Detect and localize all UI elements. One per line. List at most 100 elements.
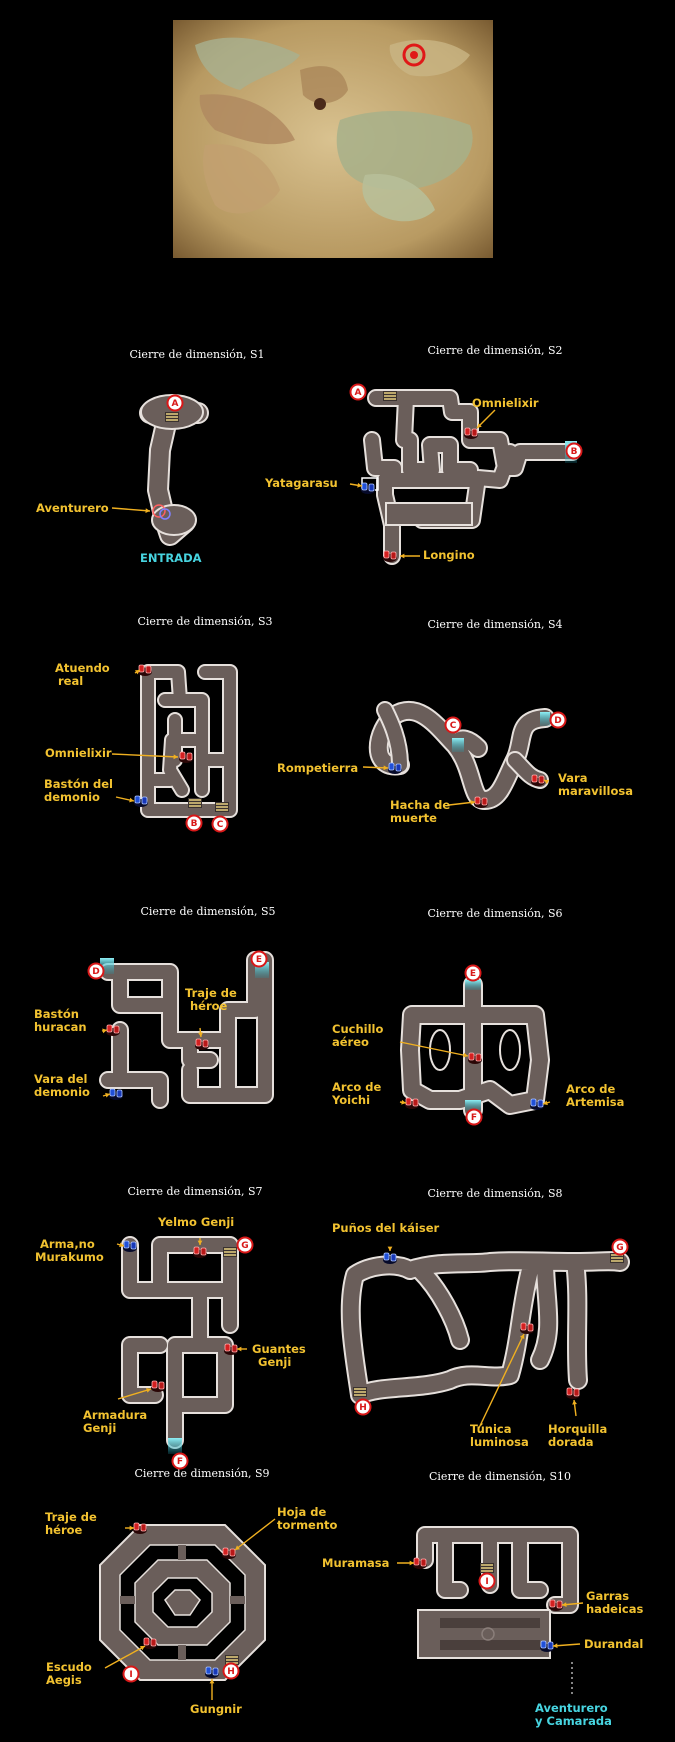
waypoint-marker: E xyxy=(464,964,482,982)
map-s2 xyxy=(361,389,581,565)
svg-text:A: A xyxy=(172,399,179,409)
pointer-arrow xyxy=(134,669,141,675)
item-label: maravillosa xyxy=(558,784,633,798)
item-label: Arma,no xyxy=(40,1237,95,1251)
entrance-label: ENTRADA xyxy=(140,551,202,565)
pointer-arrow xyxy=(198,1027,203,1038)
pointer-arrow xyxy=(477,1333,525,1431)
pointer-arrow xyxy=(197,1238,203,1245)
map-s5 xyxy=(99,951,274,1109)
map-s9 xyxy=(99,1524,266,1681)
world-map xyxy=(173,20,493,258)
map-title: Cierre de dimensión, S6 xyxy=(428,907,563,920)
map-title: Cierre de dimensión, S1 xyxy=(130,348,265,361)
item-label: Longino xyxy=(423,548,475,562)
waypoint-marker: G xyxy=(236,1236,254,1254)
item-label: hadeicas xyxy=(586,1602,643,1616)
item-label: Arco de xyxy=(332,1080,382,1094)
waypoint-marker: E xyxy=(250,950,268,968)
red-treasure-chest-icon xyxy=(565,1387,581,1400)
item-label: Omnielixir xyxy=(472,396,539,410)
stairs-icon xyxy=(352,1386,368,1398)
map-s8 xyxy=(340,1251,630,1405)
item-label: Aventurero xyxy=(36,501,109,515)
map-title: Cierre de dimensión, S10 xyxy=(429,1470,571,1483)
pointer-arrow xyxy=(234,1518,276,1551)
item-label: Horquilla xyxy=(548,1422,607,1436)
item-label: Cuchillo xyxy=(332,1022,383,1036)
waypoint-marker: B xyxy=(565,442,583,460)
stairs-icon xyxy=(479,1562,495,1574)
item-label: Guantes xyxy=(252,1342,306,1356)
pointer-arrow xyxy=(125,1525,134,1531)
svg-text:H: H xyxy=(359,1403,367,1413)
waypoint-marker: A xyxy=(166,394,184,412)
red-treasure-chest-icon xyxy=(178,751,194,764)
pointer-arrow xyxy=(117,1387,152,1400)
waypoint-marker: G xyxy=(611,1238,629,1256)
item-label: Hacha de xyxy=(390,798,450,812)
item-label: Yelmo Genji xyxy=(157,1215,234,1229)
item-label: Vara xyxy=(558,771,587,785)
map-s4 xyxy=(368,700,555,810)
waypoint-marker: B xyxy=(185,814,203,832)
stairs-icon xyxy=(382,390,398,402)
entrance-label: Aventurero xyxy=(535,1701,608,1715)
pointer-arrow xyxy=(111,753,179,760)
pointer-arrow xyxy=(209,1679,215,1700)
item-label: Rompetierra xyxy=(277,761,358,775)
map-s10 xyxy=(416,1526,579,1695)
pointer-arrow xyxy=(399,1099,407,1105)
waypoint-marker: H xyxy=(222,1662,240,1680)
item-label: Arco de xyxy=(566,1082,616,1096)
pointer-arrow xyxy=(448,800,476,806)
stairs-icon xyxy=(164,411,180,423)
waypoint-marker: I xyxy=(122,1665,140,1683)
waypoint-marker: F xyxy=(465,1108,483,1126)
pointer-arrow xyxy=(397,1560,414,1566)
pointer-arrow xyxy=(102,1092,111,1098)
item-label: luminosa xyxy=(470,1435,529,1449)
svg-text:F: F xyxy=(177,1457,183,1467)
item-label: Traje de xyxy=(45,1510,97,1524)
pointer-arrow xyxy=(572,1399,577,1417)
item-label: Durandal xyxy=(584,1637,643,1651)
svg-text:I: I xyxy=(129,1670,132,1680)
red-treasure-chest-icon xyxy=(150,1380,166,1393)
svg-text:I: I xyxy=(485,1577,488,1587)
entrance-label: y Camarada xyxy=(535,1714,612,1728)
item-label: demonio xyxy=(44,790,100,804)
item-label: demonio xyxy=(34,1085,90,1099)
svg-text:G: G xyxy=(241,1241,248,1251)
pointer-arrow xyxy=(237,1346,247,1352)
svg-text:E: E xyxy=(470,969,476,979)
blue-treasure-chest-icon xyxy=(360,482,376,495)
item-label: Bastón xyxy=(34,1007,79,1021)
item-label: tormento xyxy=(277,1518,338,1532)
svg-text:H: H xyxy=(227,1667,235,1677)
pointer-arrow xyxy=(476,409,496,429)
map-s1 xyxy=(139,394,209,546)
stairs-icon xyxy=(222,1246,238,1258)
map-title: Cierre de dimensión, S8 xyxy=(428,1187,563,1200)
pointer-arrow xyxy=(362,765,389,771)
item-label: Bastón del xyxy=(44,777,113,791)
item-label: Puños del káiser xyxy=(332,1221,440,1235)
item-label: Yatagarasu xyxy=(264,476,338,490)
waypoint-marker: C xyxy=(444,716,462,734)
map-title: Cierre de dimensión, S3 xyxy=(138,615,273,628)
item-label: héroe xyxy=(190,999,228,1013)
item-label: Yoichi xyxy=(331,1093,370,1107)
item-label: Escudo xyxy=(46,1660,92,1674)
item-label: Túnica xyxy=(470,1422,511,1436)
pointer-arrow xyxy=(542,1100,551,1106)
item-label: Gungnir xyxy=(190,1702,242,1716)
item-label: Muramasa xyxy=(322,1556,389,1570)
item-label: muerte xyxy=(390,811,437,825)
svg-text:F: F xyxy=(471,1113,477,1123)
item-label: Garras xyxy=(586,1589,629,1603)
svg-text:C: C xyxy=(450,721,457,731)
waypoint-marker: H xyxy=(354,1398,372,1416)
pointer-arrow xyxy=(349,482,363,488)
